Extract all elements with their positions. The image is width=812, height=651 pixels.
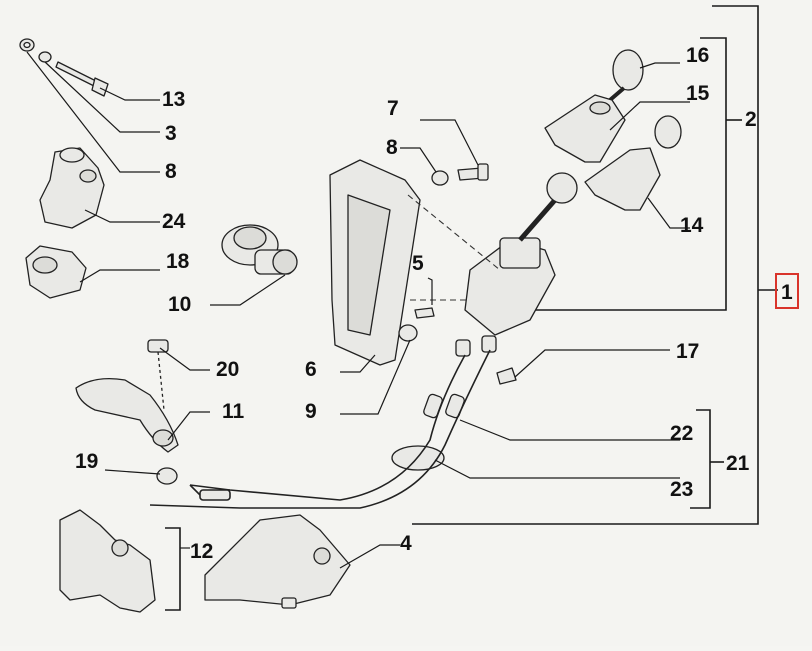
bracket-lines <box>165 5 778 611</box>
callout-16: 16 <box>686 44 709 67</box>
bracket-12 <box>165 527 181 611</box>
callout-3: 3 <box>165 122 177 145</box>
callout-13: 13 <box>162 88 185 111</box>
callout-2: 2 <box>745 108 757 131</box>
bracket-2 <box>512 37 727 311</box>
callout-6: 6 <box>305 358 317 381</box>
cable-adjuster <box>199 489 231 501</box>
assembly-guides <box>407 194 501 301</box>
shifter-housing-part <box>464 172 578 336</box>
cable-end-left <box>455 339 471 357</box>
lever-part-11 <box>75 377 179 453</box>
cable-end-right <box>481 335 497 353</box>
callout-14: 14 <box>680 214 704 237</box>
nut-part-19 <box>156 467 178 485</box>
callout-18: 18 <box>166 250 190 273</box>
bracket-1 <box>412 5 759 525</box>
bracket-21 <box>690 409 711 509</box>
callout-21: 21 <box>726 452 750 475</box>
knob-part-16 <box>608 49 644 102</box>
pin-part-20 <box>147 339 169 411</box>
callout-9: 9 <box>305 400 317 423</box>
bolt-part-5 <box>414 307 435 319</box>
knob-boot-part-14 <box>584 115 682 211</box>
clip-part-17 <box>496 367 517 385</box>
nut-part-9 <box>398 324 418 342</box>
mount-part-24 <box>39 147 105 229</box>
callout-11: 11 <box>222 400 245 423</box>
callout-22: 22 <box>670 422 693 445</box>
bolt-part-7 <box>457 163 489 181</box>
bushing-part-10 <box>221 224 298 275</box>
callout-1: 1 <box>781 281 793 304</box>
washer-hole <box>23 41 31 49</box>
washer-part-3 <box>38 51 52 63</box>
callout-10: 10 <box>168 293 191 316</box>
callout-19: 19 <box>75 450 98 473</box>
boot-part-15 <box>544 94 626 163</box>
callout-12: 12 <box>190 540 213 563</box>
plate-part-4 <box>204 514 351 609</box>
gear-cables <box>149 349 491 509</box>
mount-part-18 <box>25 245 87 299</box>
bracket-part-6 <box>329 159 421 366</box>
callout-5: 5 <box>412 252 424 275</box>
callout-7: 7 <box>387 97 399 120</box>
callout-20: 20 <box>216 358 239 381</box>
washer-part-8b <box>431 170 449 186</box>
leader-lines <box>26 51 690 569</box>
callout-15: 15 <box>686 82 710 105</box>
callout-8-bracket: 8 <box>386 136 398 159</box>
bolt-part-13 <box>55 61 109 97</box>
callout-17: 17 <box>676 340 699 363</box>
callout-1-highlight-box <box>775 273 799 309</box>
callout-4: 4 <box>400 532 412 555</box>
callout-23: 23 <box>670 478 693 501</box>
linkage-part-12 <box>59 509 156 613</box>
callout-24: 24 <box>162 210 186 233</box>
callout-8-washer: 8 <box>165 160 177 183</box>
